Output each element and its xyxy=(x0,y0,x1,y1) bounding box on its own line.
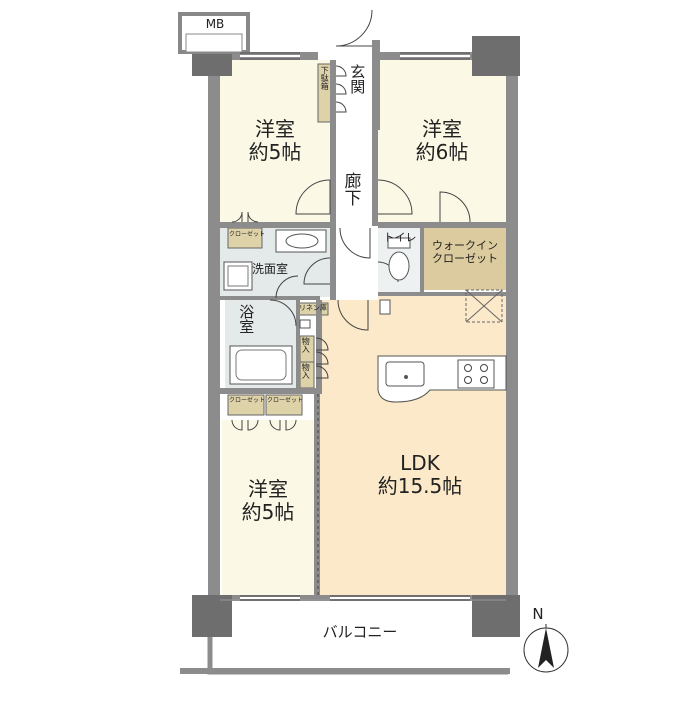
room-western-ne: 洋室 約6帖 xyxy=(392,118,492,164)
compass-icon xyxy=(523,624,569,673)
room-western-nw: 洋室 約5帖 xyxy=(230,118,320,164)
toilet-bowl xyxy=(387,237,411,281)
fridge-space xyxy=(465,289,503,323)
room-ldk-size: 約15.5帖 xyxy=(377,474,463,498)
bath-label: 浴室 xyxy=(237,304,256,334)
room-western-sw-floor xyxy=(222,420,314,595)
corridor-label: 廊下 xyxy=(340,172,361,206)
closet-sw-2 xyxy=(265,394,303,416)
walk-in-closet-label: ウォークイン クローゼット xyxy=(424,239,506,265)
balcony-label: バルコニー xyxy=(322,623,398,641)
small-box xyxy=(299,319,311,329)
room-ldk-name: LDK xyxy=(400,451,440,475)
room-western-sw: 洋室 約5帖 xyxy=(228,478,308,524)
kitchen-counter xyxy=(377,355,507,403)
washroom-label: 洗面室 xyxy=(252,262,289,276)
closet-sw1-label: クローゼット xyxy=(229,397,266,404)
mb-label: MB xyxy=(205,17,225,31)
linen-label: リネン庫 xyxy=(299,304,327,312)
room-western-ne-floor xyxy=(378,60,506,222)
room-western-nw-size: 約5帖 xyxy=(248,140,302,164)
toilet-label: トイレ xyxy=(383,231,417,244)
getabako-label: 下駄箱 xyxy=(320,66,330,90)
windows xyxy=(240,55,470,599)
walk-in-line2: クローゼット xyxy=(432,251,498,265)
columns xyxy=(192,36,520,637)
washbasin xyxy=(275,229,327,253)
window-frames xyxy=(240,52,470,601)
mb-box xyxy=(178,12,250,54)
walk-in-line1: ウォークイン xyxy=(432,239,498,252)
bathtub xyxy=(229,345,293,385)
compass-north-label: N xyxy=(532,605,544,623)
room-western-nw-floor xyxy=(220,60,330,222)
walk-in-closet-floor xyxy=(424,228,506,290)
closet-sw-1 xyxy=(227,394,265,416)
closet-nw-label: クローゼット xyxy=(229,231,266,238)
vent-box xyxy=(379,299,391,315)
closet-sw2-label: クローゼット xyxy=(267,397,304,404)
storage-1-label: 物入 xyxy=(301,337,311,353)
genkan-label: 玄関 xyxy=(348,64,367,94)
ldk-floor xyxy=(320,296,506,595)
room-western-sw-size: 約5帖 xyxy=(241,500,295,524)
storage-2-label: 物入 xyxy=(301,363,311,379)
room-western-sw-name: 洋室 xyxy=(248,477,288,501)
room-western-ne-size: 約6帖 xyxy=(415,140,469,164)
room-western-ne-name: 洋室 xyxy=(422,117,462,141)
room-western-nw-name: 洋室 xyxy=(255,117,295,141)
room-ldk: LDK 約15.5帖 xyxy=(350,452,490,498)
washing-machine xyxy=(223,261,253,291)
